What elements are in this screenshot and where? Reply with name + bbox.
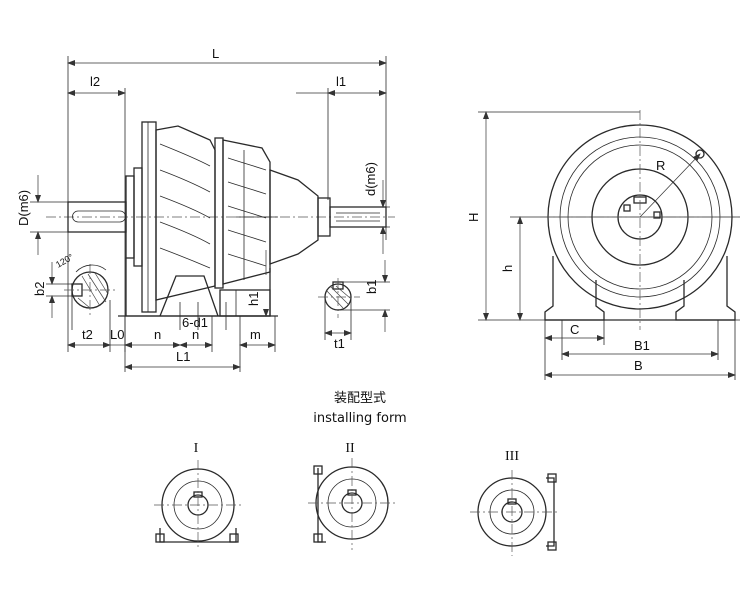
caption-english: installing form [313,411,406,426]
label-h1: h1 [246,292,261,306]
label-L1: L1 [176,349,190,364]
label-L0: L0 [110,327,124,342]
form-numeral: III [505,449,519,464]
label-d-m6: d(m6) [363,162,378,196]
label-D-m6: D(m6) [16,190,31,226]
label-t2: t2 [82,327,93,342]
label-t1: t1 [334,336,345,351]
label-B: B [634,358,643,373]
label-C: C [570,322,579,337]
form-numeral: II [345,441,355,456]
end-view: H h R C B1 B [466,110,740,380]
label-6-d1: 6-d1 [182,315,208,330]
side-view: L l2 l1 D(m6) d(m6) 120° b2 b1 h1 t2 t1 … [16,46,395,372]
label-H: H [466,213,481,222]
label-h: h [500,265,515,272]
label-L: L [212,46,219,61]
installing-form-1: I [154,441,242,550]
label-m: m [250,327,261,342]
label-l2: l2 [90,74,100,89]
label-l1: l1 [336,74,346,89]
installing-form-2: II [308,441,396,550]
installing-form-3: III [470,449,558,556]
label-R: R [656,158,665,173]
label-b1: b1 [364,280,379,294]
form-numeral: I [194,441,199,456]
label-n-left: n [154,327,161,342]
caption-chinese: 装配型式 [334,391,386,406]
label-angle-120: 120° [54,252,75,270]
label-B1: B1 [634,338,650,353]
label-b2: b2 [32,282,47,296]
label-n-mid: n [192,327,199,342]
